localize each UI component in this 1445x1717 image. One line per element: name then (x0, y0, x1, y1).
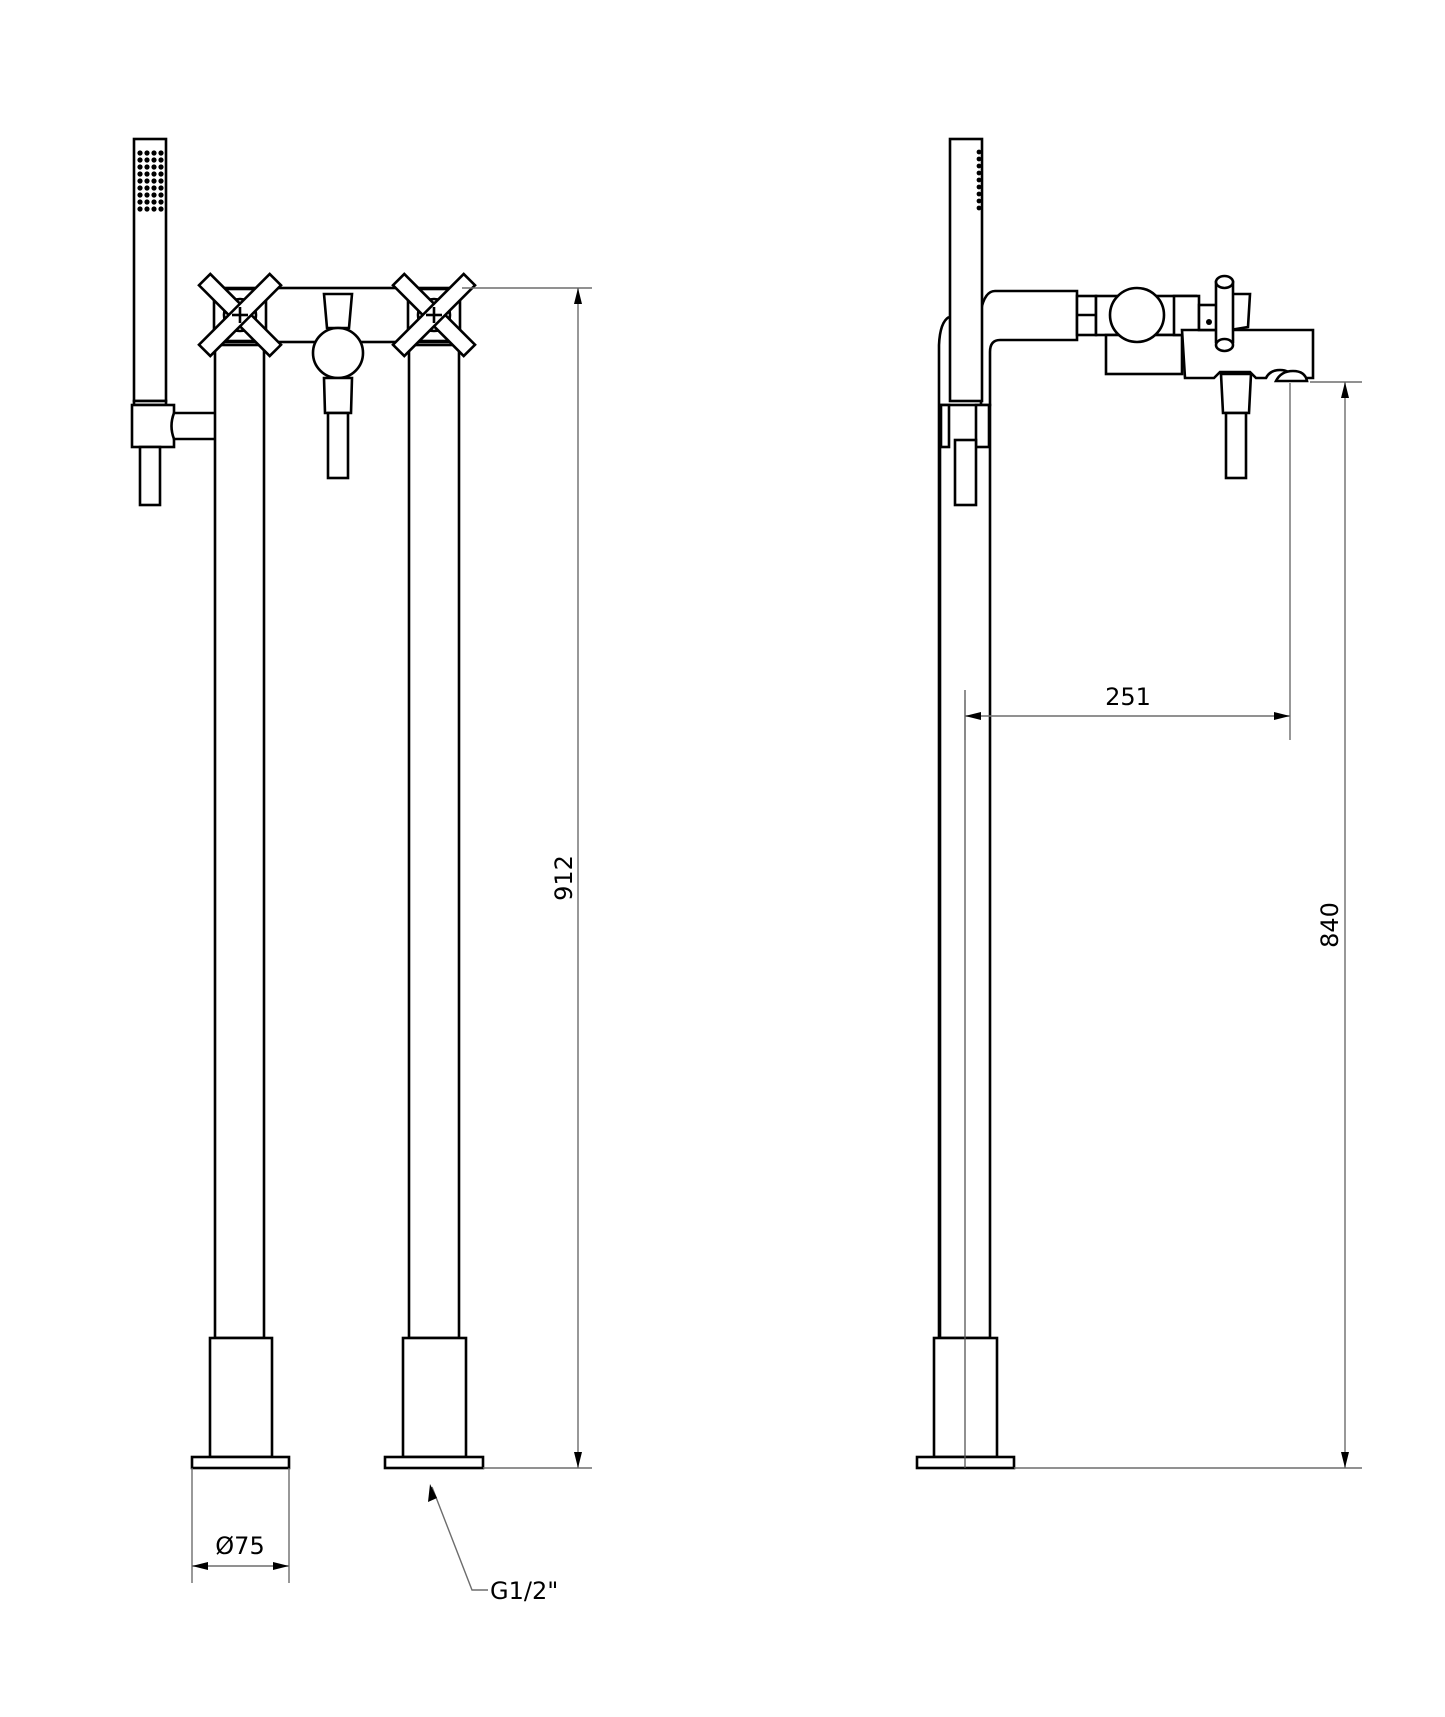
dimension-label-diameter: Ø75 (215, 1532, 264, 1560)
mixer-body-side (1094, 286, 1201, 376)
right-riser-pipe (383, 343, 485, 1470)
dimension-overall-height: 912 (462, 287, 592, 1469)
front-view: 912 Ø75 G1/2" (130, 137, 592, 1605)
diverter-handle-side-icon (1197, 274, 1252, 353)
hand-shower-front (130, 137, 219, 507)
dimension-label-840: 840 (1316, 902, 1344, 948)
dimension-label-251: 251 (1105, 683, 1151, 711)
cross-handle-right-icon (391, 272, 477, 358)
left-riser-pipe (190, 343, 291, 1470)
thread-label: G1/2" (490, 1577, 558, 1605)
dimension-spout-height: 840 (1014, 381, 1362, 1469)
cross-handle-left-icon (197, 272, 283, 358)
central-spout-front (311, 292, 365, 480)
spout-aerator (1273, 369, 1309, 383)
side-view: 251 840 (915, 137, 1362, 1470)
dimension-label-912: 912 (550, 855, 578, 901)
l-bend-arm (979, 289, 1079, 407)
dimension-base-diameter: Ø75 (191, 1468, 290, 1583)
shower-spray-holes-icon (137, 150, 164, 212)
hex-nut (1075, 294, 1098, 337)
shower-spray-holes-side-icon (976, 149, 982, 211)
shower-hose (937, 315, 950, 1338)
dimension-spout-projection: 251 (964, 383, 1291, 740)
thread-callout: G1/2" (428, 1484, 558, 1605)
side-riser-pipe (915, 403, 1016, 1470)
hand-shower-side (939, 137, 991, 507)
spout-outlet (1219, 372, 1253, 480)
